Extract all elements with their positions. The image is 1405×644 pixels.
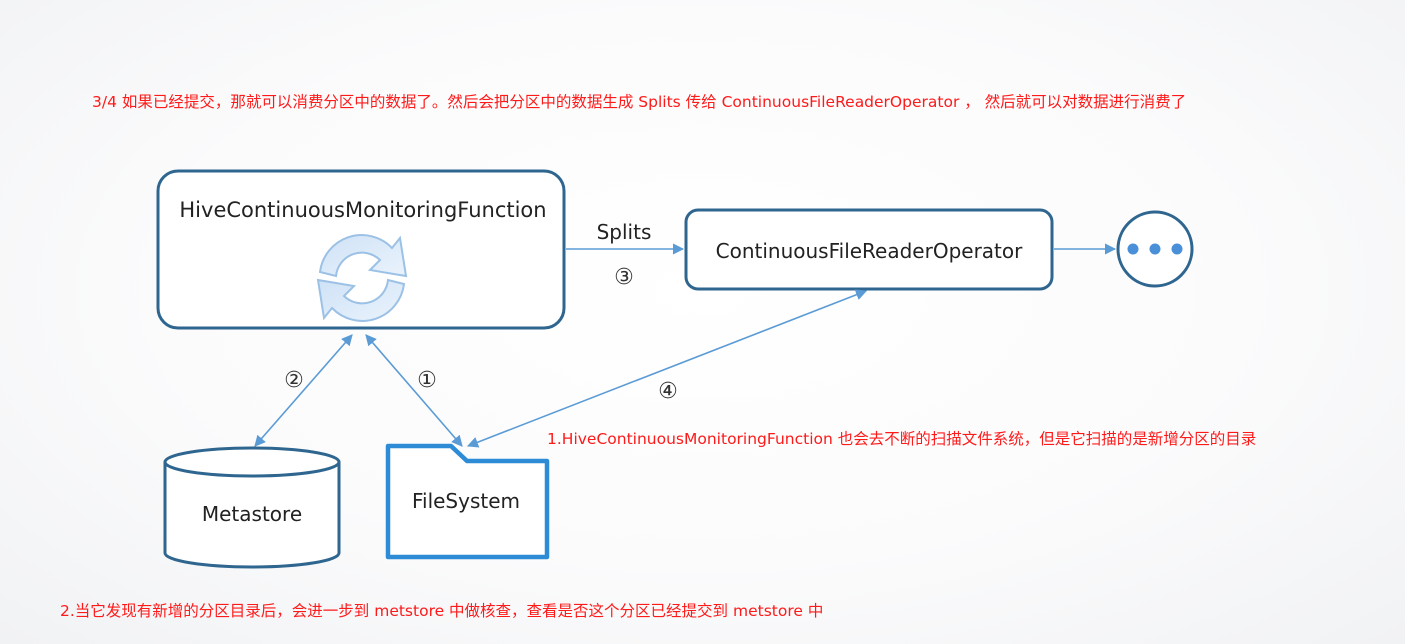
monitor-node: HiveContinuousMonitoringFunction [156, 169, 566, 330]
filesystem-node: FileSystem [385, 443, 550, 560]
reader-node: ContinuousFileReaderOperator [684, 208, 1054, 291]
metastore-label: Metastore [202, 502, 302, 526]
cylinder-database-icon [163, 462, 341, 569]
step-2-label: ② [284, 368, 304, 393]
metastore-node: Metastore [163, 446, 341, 569]
reader-label: ContinuousFileReaderOperator [716, 239, 1024, 263]
refresh-cycle-icon [316, 234, 408, 322]
monitor-label: HiveContinuousMonitoringFunction [179, 198, 546, 222]
ellipsis-icon [1116, 210, 1194, 288]
step-3-label: ③ [614, 265, 634, 290]
folder-icon [385, 443, 550, 560]
reader-filesystem-arrow [466, 289, 868, 448]
filesystem-link-arrow [365, 334, 463, 447]
step-1-label: ① [417, 368, 437, 393]
note-bottom: 2.当它发现有新增的分区目录后，会进一步到 metstore 中做核查，查看是否… [60, 602, 823, 620]
metastore-link-arrow [254, 334, 353, 447]
splits-label: Splits [597, 220, 652, 244]
note-right: 1.HiveContinuousMonitoringFunction 也会去不断… [547, 430, 1256, 448]
filesystem-label: FileSystem [412, 489, 520, 513]
step-4-label: ④ [658, 379, 678, 404]
note-top: 3/4 如果已经提交，那就可以消费分区中的数据了。然后会把分区中的数据生成 Sp… [92, 93, 1186, 111]
